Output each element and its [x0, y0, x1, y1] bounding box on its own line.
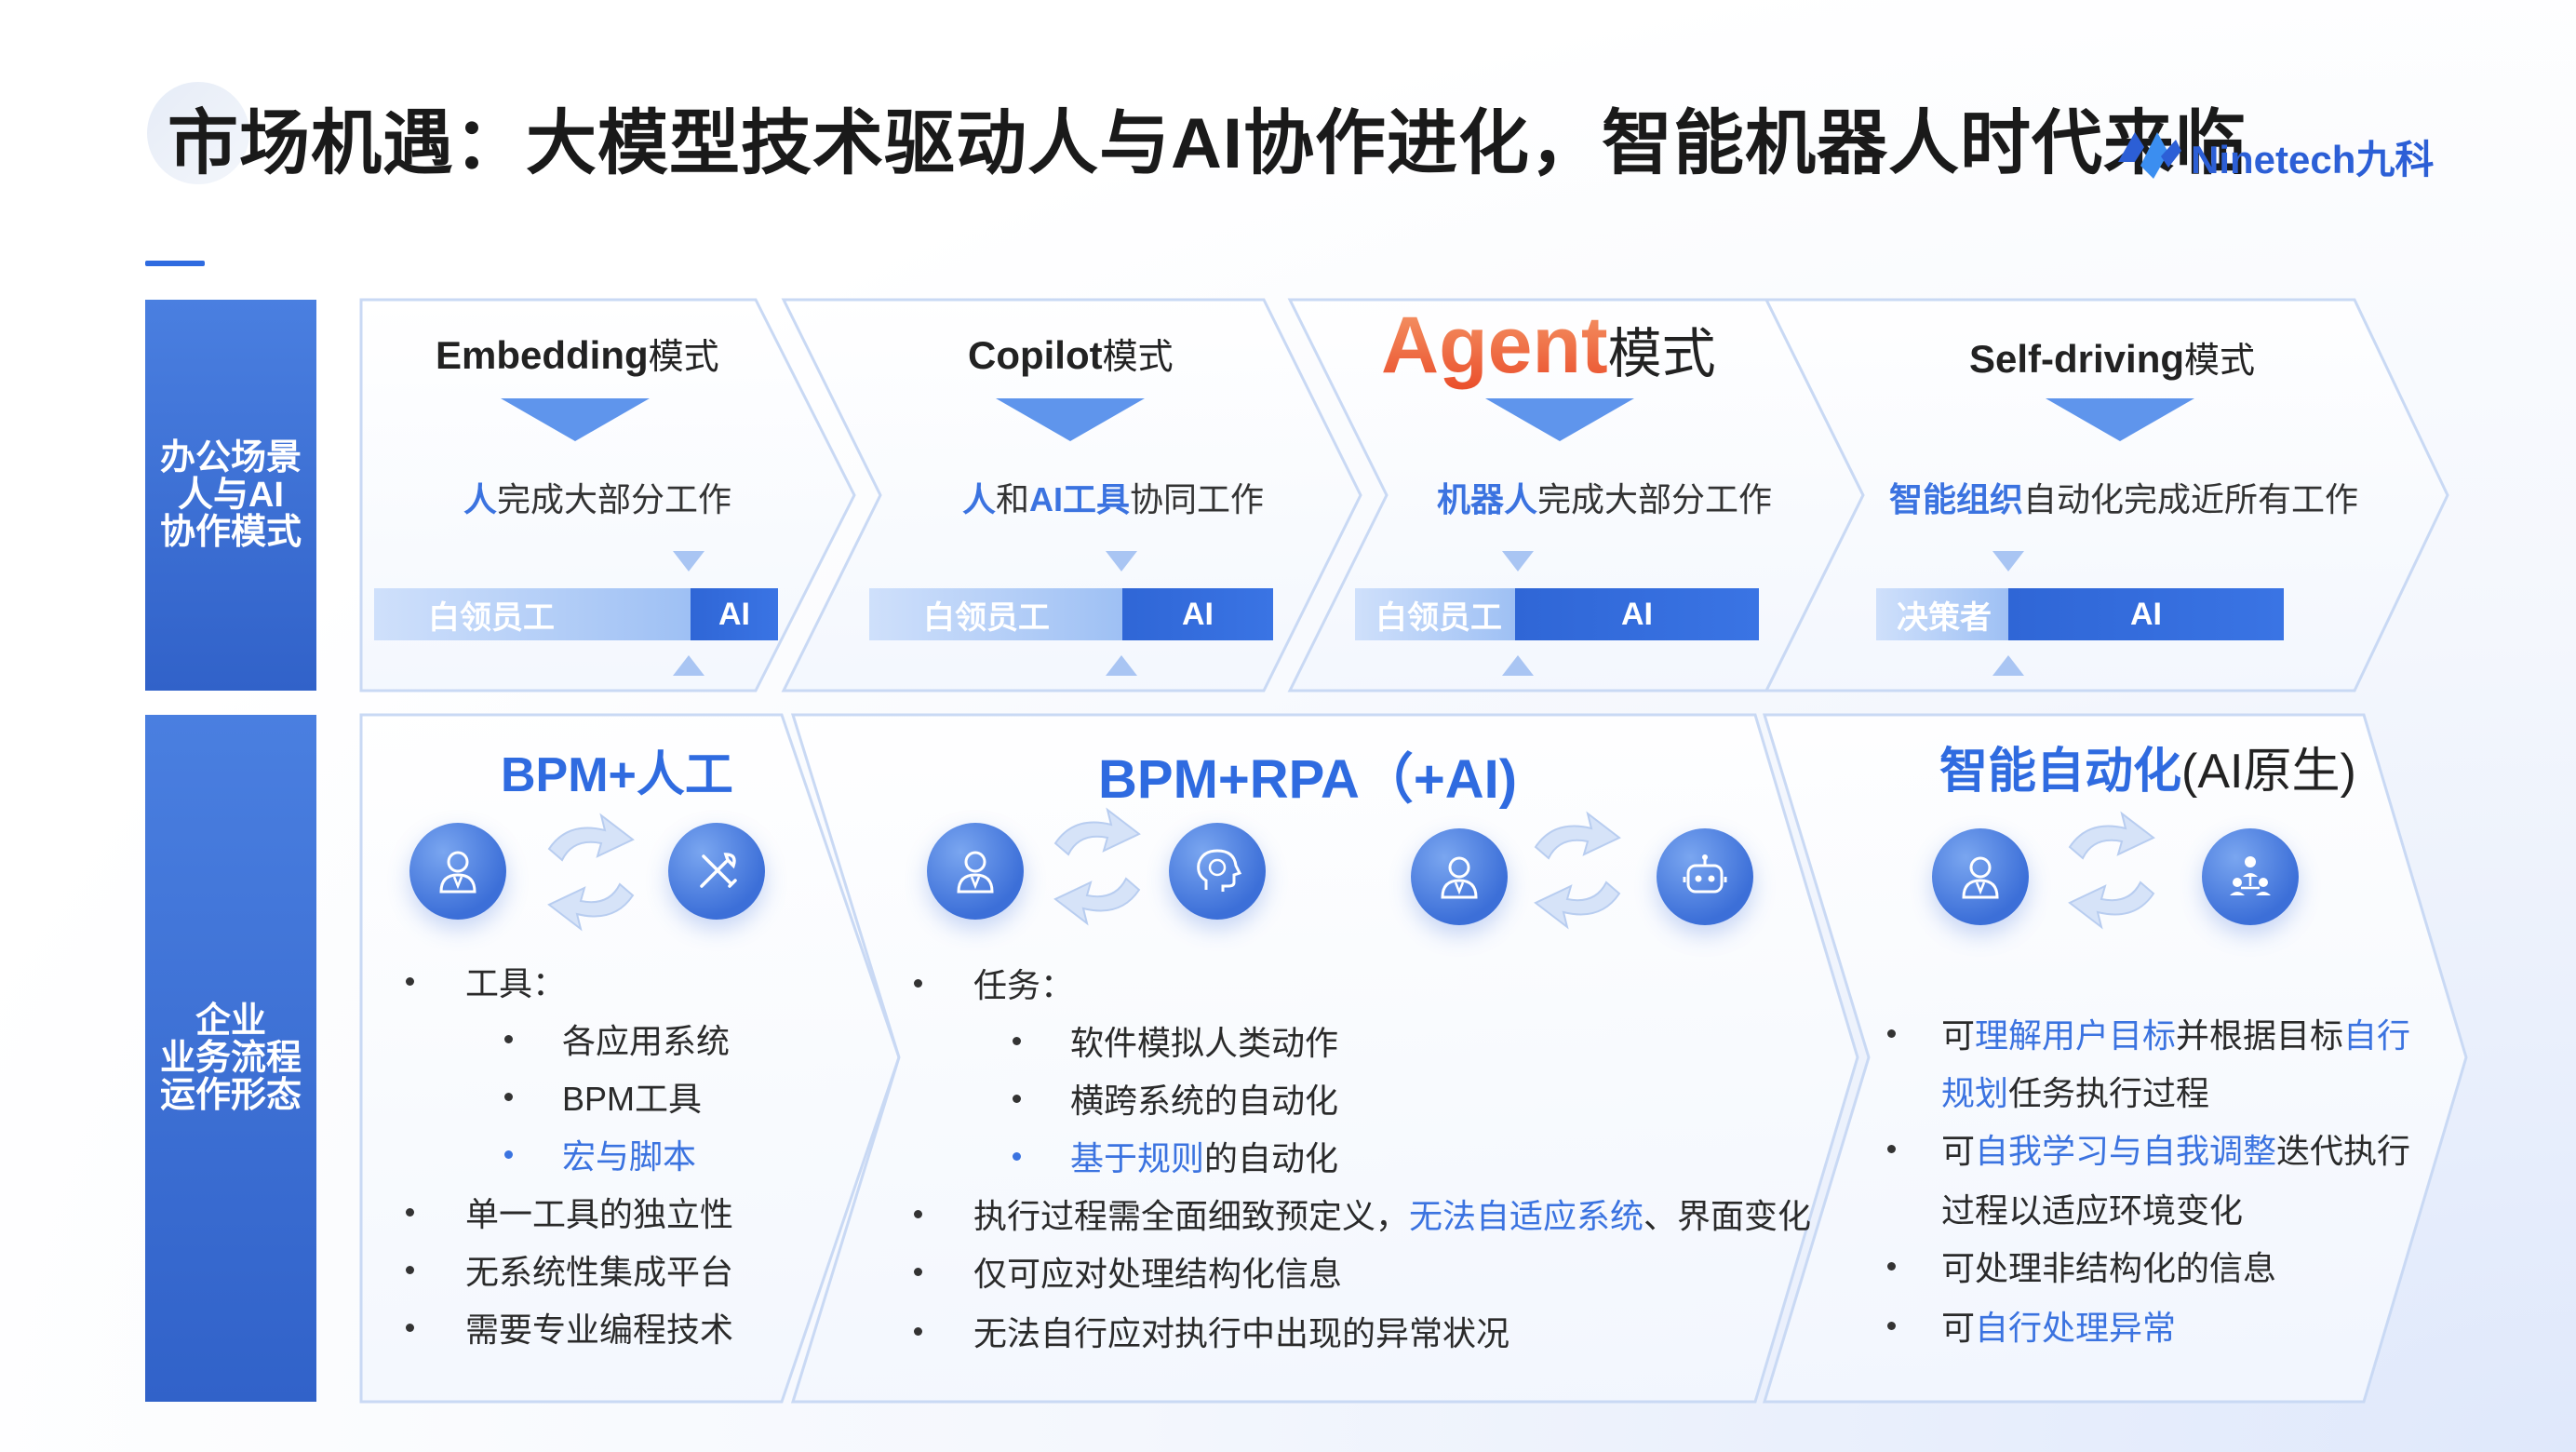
mode-title-agent: Agent模式: [1381, 301, 1716, 390]
brand-logo: Ninetech九科: [2113, 119, 2438, 184]
down-arrow-small: [673, 551, 704, 571]
list-item: 仅可应对处理结构化信息: [973, 1255, 1343, 1293]
list-item: 任务：: [973, 966, 1075, 1004]
org-icon: [2202, 828, 2299, 925]
role-bar-ai: AI: [1515, 588, 1759, 640]
down-arrow-small: [1992, 551, 2024, 571]
list-item: 可理解用户目标并根据目标自行: [1941, 1016, 2411, 1055]
list-item: 软件模拟人类动作: [1070, 1024, 1339, 1062]
list-item: 无系统性集成平台: [465, 1253, 734, 1291]
section-title-bpm-manual: BPM+人工: [501, 748, 733, 802]
swap-arrows-icon: [1053, 807, 1141, 926]
mode-arrow: [996, 398, 1145, 441]
list-item: 单一工具的独立性: [465, 1195, 734, 1233]
enterprise-label-line: 业务流程: [159, 1039, 302, 1078]
mode-desc-embedding: 人完成大部分工作: [463, 480, 732, 518]
up-arrow-small: [673, 655, 704, 676]
list-item: 可处理非结构化的信息: [1941, 1249, 2277, 1287]
mode-desc-agent: 机器人完成大部分工作: [1437, 480, 1773, 518]
up-arrow-small: [1106, 655, 1137, 676]
brand-name: Ninetech九科: [2191, 138, 2435, 182]
list-item: 宏与脚本: [562, 1137, 697, 1176]
chevron-bpm-rpa: [790, 713, 1859, 1404]
role-bar-human: 白领员工: [374, 588, 691, 640]
enterprise-mode-label: 企业 业务流程 运作形态: [145, 715, 316, 1402]
mode-arrow: [501, 398, 650, 441]
brain-icon: [1169, 823, 1266, 920]
office-mode-label: 办公场景 人与AI 协作模式: [145, 300, 316, 691]
swap-arrows-icon: [1534, 811, 1621, 930]
role-bar-ai: AI: [1122, 588, 1273, 640]
swap-arrows-icon: [2068, 811, 2155, 930]
down-arrow-small: [1502, 551, 1534, 571]
mode-desc-selfdriving: 智能组织自动化完成近所有工作: [1889, 480, 2359, 518]
title-underline: [145, 261, 205, 266]
up-arrow-small: [1992, 655, 2024, 676]
list-item: 需要专业编程技术: [465, 1311, 734, 1349]
ninetech-logo-icon: [2118, 132, 2181, 179]
list-item: 各应用系统: [562, 1022, 731, 1060]
mode-desc-copilot: 人和AI工具协同工作: [962, 480, 1265, 518]
person-icon: [927, 823, 1024, 920]
role-bar-ai: AI: [2008, 588, 2284, 640]
person-icon: [409, 823, 506, 920]
mode-arrow: [2046, 398, 2194, 441]
enterprise-label-line: 运作形态: [159, 1076, 302, 1115]
role-bar-embedding: 白领员工 AI: [374, 588, 778, 640]
section-title-intelligent: 智能自动化(AI原生): [1939, 745, 2356, 799]
list-item: 可自行处理异常: [1941, 1309, 2177, 1347]
list-item: 过程以适应环境变化: [1941, 1191, 2244, 1230]
list-item: 工具：: [465, 964, 567, 1002]
list-item: BPM工具: [562, 1080, 703, 1118]
mode-title-selfdriving: Self-driving模式: [1969, 337, 2256, 381]
swap-arrows-icon: [547, 813, 635, 932]
mode-title-copilot: Copilot模式: [968, 333, 1174, 377]
title-decoration: [147, 82, 249, 184]
list-item: 基于规则的自动化: [1070, 1139, 1339, 1177]
mode-title-embedding: Embedding模式: [436, 333, 719, 377]
role-bar-selfdriving: 决策者 AI: [1876, 588, 2284, 640]
role-bar-human: 决策者: [1876, 588, 2008, 640]
up-arrow-small: [1502, 655, 1534, 676]
office-label-line: 办公场景: [159, 438, 302, 477]
role-bar-copilot: 白领员工 AI: [869, 588, 1273, 640]
office-label-line: 人与AI: [177, 476, 284, 515]
tools-icon: [668, 823, 765, 920]
section-title-bpm-rpa: BPM+RPA（+AI): [1098, 749, 1518, 810]
list-item: 执行过程需全面细致预定义，无法自适应系统、界面变化: [973, 1197, 1812, 1235]
enterprise-label-line: 企业: [195, 1002, 266, 1041]
list-item: 可自我学习与自我调整迭代执行: [1941, 1132, 2411, 1170]
office-label-line: 协作模式: [159, 513, 302, 552]
mode-arrow: [1485, 398, 1634, 441]
robot-icon: [1657, 828, 1753, 925]
list-item: 无法自行应对执行中出现的异常状况: [973, 1314, 1510, 1352]
list-item: 横跨系统的自动化: [1070, 1082, 1339, 1120]
down-arrow-small: [1106, 551, 1137, 571]
role-bar-human: 白领员工: [869, 588, 1122, 640]
role-bar-human: 白领员工: [1355, 588, 1515, 640]
list-item: 规划任务执行过程: [1941, 1074, 2210, 1112]
role-bar-ai: AI: [691, 588, 778, 640]
person-icon: [1932, 828, 2029, 925]
role-bar-agent: 白领员工 AI: [1355, 588, 1759, 640]
page-title: 市场机遇：大模型技术驱动人与AI协作进化，智能机器人时代来临: [168, 104, 2247, 183]
person-icon: [1411, 828, 1508, 925]
